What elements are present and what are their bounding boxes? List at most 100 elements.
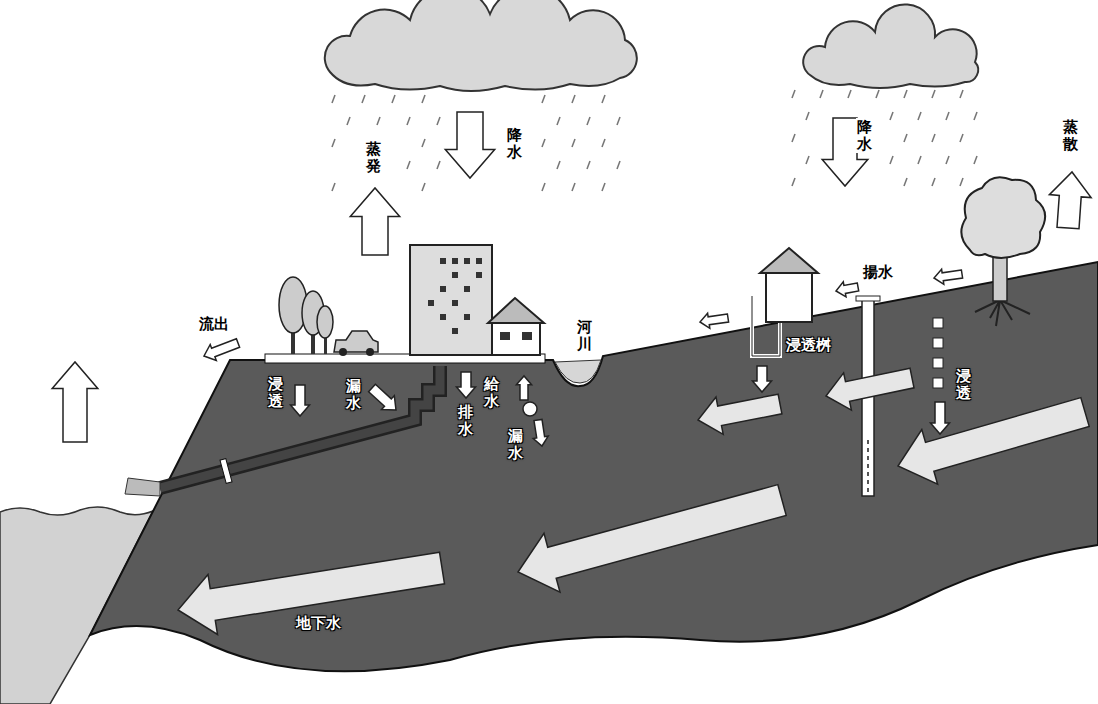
cloud: [803, 4, 978, 88]
ground: [90, 262, 1098, 671]
house-window: [500, 332, 510, 340]
rain-drop: [946, 112, 949, 120]
rain-drop: [572, 183, 575, 191]
flow-arrow: [369, 384, 396, 410]
rain-drop: [932, 134, 935, 142]
flow-arrow: [898, 398, 1089, 485]
rain-drop: [587, 117, 590, 125]
car-wheel: [339, 348, 347, 356]
flow-arrow: [518, 485, 786, 592]
rain-drop: [347, 117, 350, 125]
flow-arrow: [204, 339, 240, 361]
rain-drop: [918, 156, 921, 164]
rain-drop: [362, 95, 365, 103]
rain-drop: [792, 178, 795, 186]
water-cycle-label: 浸透: [956, 368, 971, 401]
rain-drop: [904, 134, 907, 142]
flow-arrow: [836, 282, 859, 297]
house-window: [522, 332, 532, 340]
water-cycle-label: 揚水: [862, 262, 894, 283]
rain-drop: [407, 117, 410, 125]
rain-drop: [848, 90, 851, 98]
flow-arrow: [350, 188, 399, 255]
house-roof: [488, 298, 544, 323]
water-cycle-label: 浸透桝: [786, 336, 831, 355]
water-cycle-label: 降水: [506, 126, 523, 161]
rain-drop: [587, 161, 590, 169]
water-cycle-label: 蒸散: [1062, 118, 1079, 153]
rain-drop: [792, 90, 795, 98]
rain-drop: [806, 112, 809, 120]
rain-drop: [932, 90, 935, 98]
building-windows: [428, 258, 482, 334]
rain-drop: [557, 161, 560, 169]
flow-arrows: [52, 112, 1091, 635]
flow-arrow: [931, 402, 950, 434]
rain-drop: [422, 139, 425, 147]
rain-drop: [820, 90, 823, 98]
water-cycle-label: 流出: [198, 314, 230, 335]
rain-drop: [890, 156, 893, 164]
flow-arrow: [934, 269, 963, 284]
flow-arrow: [291, 385, 310, 416]
flow-arrow: [753, 366, 772, 392]
house: [766, 272, 812, 322]
rain-drop: [617, 161, 620, 169]
water-cycle-label: 降水: [856, 118, 873, 153]
rain-drop: [904, 178, 907, 186]
flow-arrow: [445, 112, 494, 178]
rain-drop: [890, 112, 893, 120]
water-cycle-label: 浸透: [268, 376, 283, 409]
flow-arrow: [826, 368, 914, 410]
rain-drop: [946, 156, 949, 164]
rain-drop: [602, 183, 605, 191]
sewer-pipe-inner: [160, 366, 440, 488]
rain-drop: [377, 117, 380, 125]
rain-drop: [904, 90, 907, 98]
flow-arrow: [516, 376, 531, 400]
rain-drop: [960, 178, 963, 186]
rain-drop: [918, 112, 921, 120]
rain-drop: [407, 161, 410, 169]
rain-drop: [557, 117, 560, 125]
rain-drop: [572, 139, 575, 147]
rain-drop: [602, 139, 605, 147]
rain-drop: [806, 156, 809, 164]
rain-drop: [792, 134, 795, 142]
water-cycle-label: 排水: [458, 404, 473, 437]
flow-arrow: [178, 552, 445, 634]
water-main: [523, 402, 537, 416]
rain: [332, 90, 977, 191]
house: [492, 322, 540, 355]
rain-drop: [876, 90, 879, 98]
rain-drop: [542, 139, 545, 147]
rain-drop: [332, 95, 335, 103]
rain-drop: [617, 117, 620, 125]
rain-drop: [392, 95, 395, 103]
water-cycle-label: 河川: [576, 318, 593, 353]
water-cycle-label: 漏水: [508, 428, 523, 461]
water-cycle-label: 地下水: [296, 614, 341, 633]
water-cycle-label: 蒸発: [365, 140, 382, 175]
flow-arrow: [457, 372, 476, 398]
tree-crown: [961, 177, 1045, 258]
water-cycle-label: 給水: [484, 376, 499, 409]
infiltration-dots: [933, 318, 943, 388]
building: [410, 245, 492, 355]
tree: [317, 306, 333, 338]
rain-drop: [974, 156, 977, 164]
rain-drop: [437, 117, 440, 125]
well-screen: [867, 440, 869, 494]
rain-drop: [422, 95, 425, 103]
rain-drop: [602, 95, 605, 103]
car-wheel: [366, 348, 374, 356]
rain-drop: [974, 112, 977, 120]
cloud: [325, 0, 637, 91]
rain-drop: [332, 139, 335, 147]
flow-arrow: [700, 313, 729, 328]
rain-drop: [542, 183, 545, 191]
house-roof: [760, 248, 818, 273]
sewer-pipe: [160, 366, 440, 488]
